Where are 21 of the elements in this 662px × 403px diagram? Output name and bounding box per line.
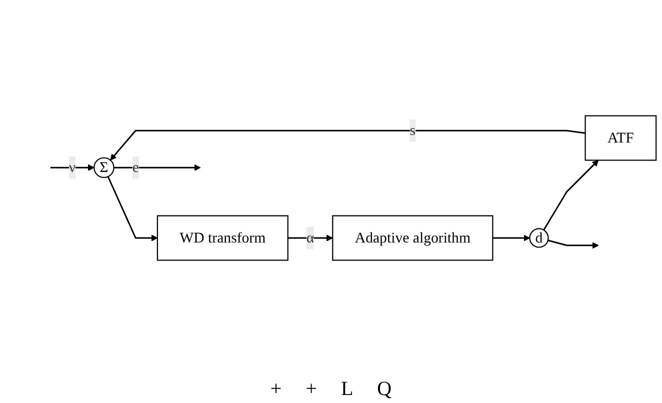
arrow — [110, 130, 586, 160]
edge-label: ν — [68, 159, 76, 176]
node-circle: Σ — [94, 157, 114, 178]
node-box: WD transform — [156, 215, 288, 261]
node-box: Adaptive algorithm — [332, 215, 494, 261]
arrow — [492, 234, 530, 242]
annotation-text: L — [340, 378, 354, 401]
arrow — [114, 164, 201, 171]
arrow — [288, 234, 333, 242]
edge-label: α — [306, 230, 314, 246]
annotation-text: + — [306, 378, 317, 401]
edge-label: e — [132, 159, 139, 176]
edge-label: s — [410, 122, 416, 139]
arrow — [50, 164, 94, 171]
arrow — [543, 160, 599, 230]
node-circle: d — [529, 228, 549, 248]
annotation-text: Q — [377, 378, 392, 401]
node-box: ATF — [584, 115, 657, 161]
arrow — [548, 240, 599, 249]
annotation-text: + — [270, 378, 282, 401]
arrow — [107, 176, 158, 242]
